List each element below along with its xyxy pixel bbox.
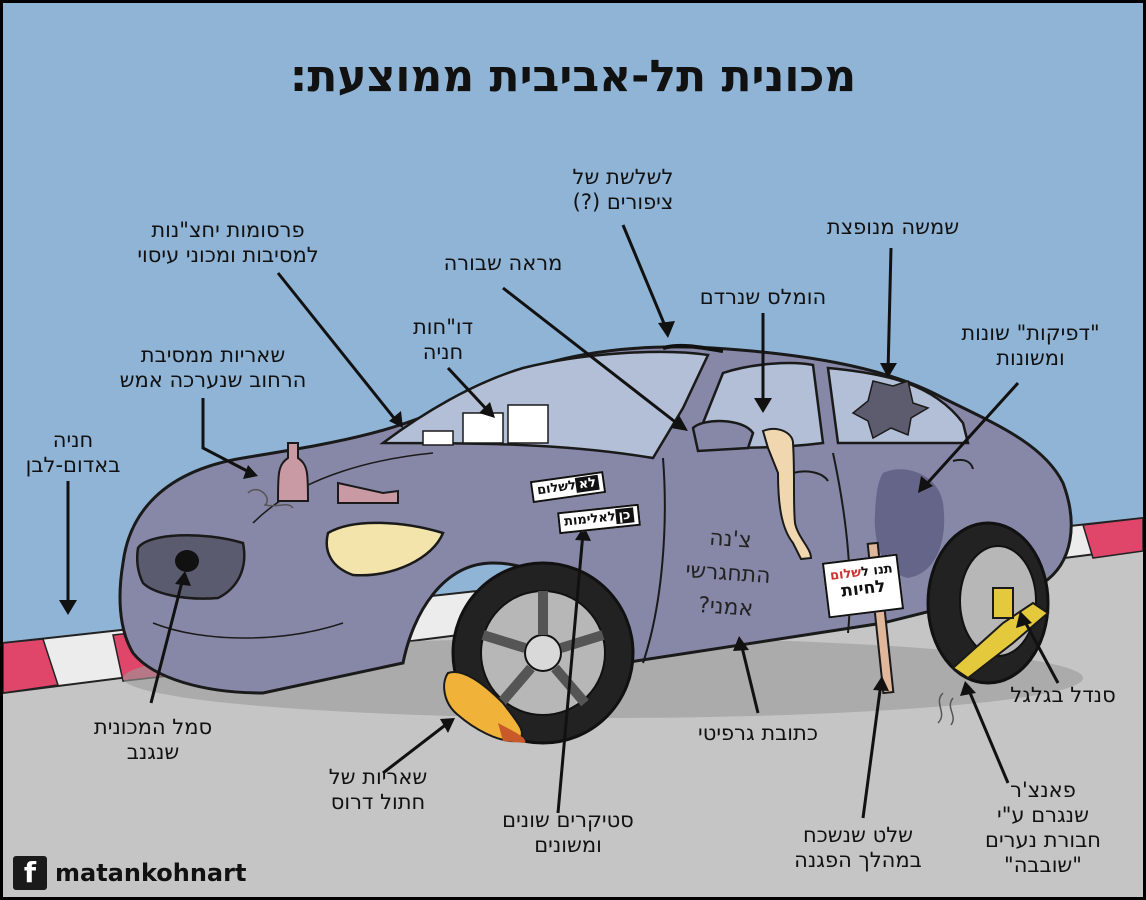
arrow-tickets [446, 366, 492, 415]
label-wheel-clamp: סנדל בגלגל [1010, 683, 1116, 707]
label-stickers: סטיקרים שונים ומשונים [502, 808, 634, 857]
label-graffiti: כתובת גרפיטי [698, 721, 818, 745]
shattered-glass [851, 380, 930, 440]
ticket-stack-3 [422, 430, 454, 446]
door-handle-front [792, 470, 829, 482]
label-broken-window: שמשה מנופצת [826, 215, 960, 239]
arrow-dents [921, 381, 1020, 490]
label-party-leftovers: שאריות ממסיבת הרחוב שנערכה אמש [119, 343, 307, 392]
arrow-party [201, 398, 252, 475]
sticker-yes-violence-black: כן [614, 507, 635, 525]
artist-handle: matankohnart [55, 859, 247, 887]
facebook-icon: f [13, 856, 47, 890]
door-line-front [642, 457, 666, 664]
arrow-broken-window [886, 247, 893, 374]
sticker-no-peace-black: לא [574, 474, 601, 493]
wheel-clamp-body [992, 587, 1014, 619]
pointer-arrows [66, 224, 1060, 819]
puncture-air [937, 692, 954, 726]
bumper-line [152, 622, 344, 639]
ticket-stack-2 [507, 404, 549, 444]
label-red-white-parking: חניה באדום-לבן [25, 428, 121, 477]
cat-blood [498, 723, 526, 743]
arrow-logo [149, 577, 185, 704]
arrow-cat [382, 721, 449, 775]
headlight [325, 521, 445, 577]
bird-droppings [662, 343, 724, 353]
label-broken-mirror: מראה שבורה [443, 251, 563, 275]
arrow-puncture [966, 687, 1010, 784]
label-flyers: פרסומות יחצ"נות למסיבות ומכוני עיסוי [137, 218, 319, 267]
side-mirror [691, 419, 755, 453]
arrow-clamp [1021, 617, 1060, 684]
bottle-upright [276, 442, 310, 502]
label-run-over-cat: שאריות של חתול דרוס [328, 765, 428, 814]
arrow-mirror [502, 286, 684, 430]
ticket-stack-1 [462, 412, 504, 444]
page-title: מכונית תל-אביבית ממוצעת: [289, 51, 857, 102]
graffiti-text: צ'נה התחגרשי אמני? [684, 525, 772, 622]
comic-panel: מכונית תל-אביבית ממוצעת: לשלשת של ציפורי… [3, 3, 1143, 897]
label-dents: "דפיקות" שונות ומשונות [961, 321, 1100, 370]
label-bird-droppings: לשלשת של ציפורים (?) [572, 165, 674, 214]
label-homeless: הומלס שנרדם [699, 285, 827, 309]
door-handle-rear [952, 458, 974, 470]
party-mess [247, 488, 294, 509]
bottle-lying [337, 481, 399, 504]
sticker-no-peace-white: לשלום [536, 477, 578, 499]
label-puncture: פאנצ'ר שנגרם ע"י חבורת נערים "שובבה" [985, 778, 1101, 877]
logo-hole [175, 550, 199, 572]
arrow-flyers [276, 272, 400, 424]
label-forgotten-sign: שלט שנשכח במהלך הפגנה [794, 823, 922, 872]
arrow-stickers [556, 532, 585, 814]
curb-red-1 [3, 638, 59, 694]
curb-red-2 [1082, 517, 1143, 559]
dent [874, 469, 945, 578]
footer-credit: f matankohnart [13, 855, 246, 891]
arrow-graffiti [739, 642, 760, 714]
label-stolen-logo: סמל המכונית שנגנב [93, 715, 213, 764]
protest-sign: תנו לשלום לחיות [821, 553, 905, 619]
arrow-sign [861, 682, 883, 819]
arrow-birds [621, 224, 670, 334]
front-wheel-spokes [481, 591, 605, 707]
sticker-yes-violence-white: לאלימות [563, 509, 617, 530]
car-illustration [3, 3, 1143, 897]
front-wheel-hub [524, 634, 562, 672]
arrow-heads [59, 321, 1032, 733]
homeless-arm [761, 427, 813, 561]
label-parking-tickets: דו"חות חניה [412, 315, 474, 364]
